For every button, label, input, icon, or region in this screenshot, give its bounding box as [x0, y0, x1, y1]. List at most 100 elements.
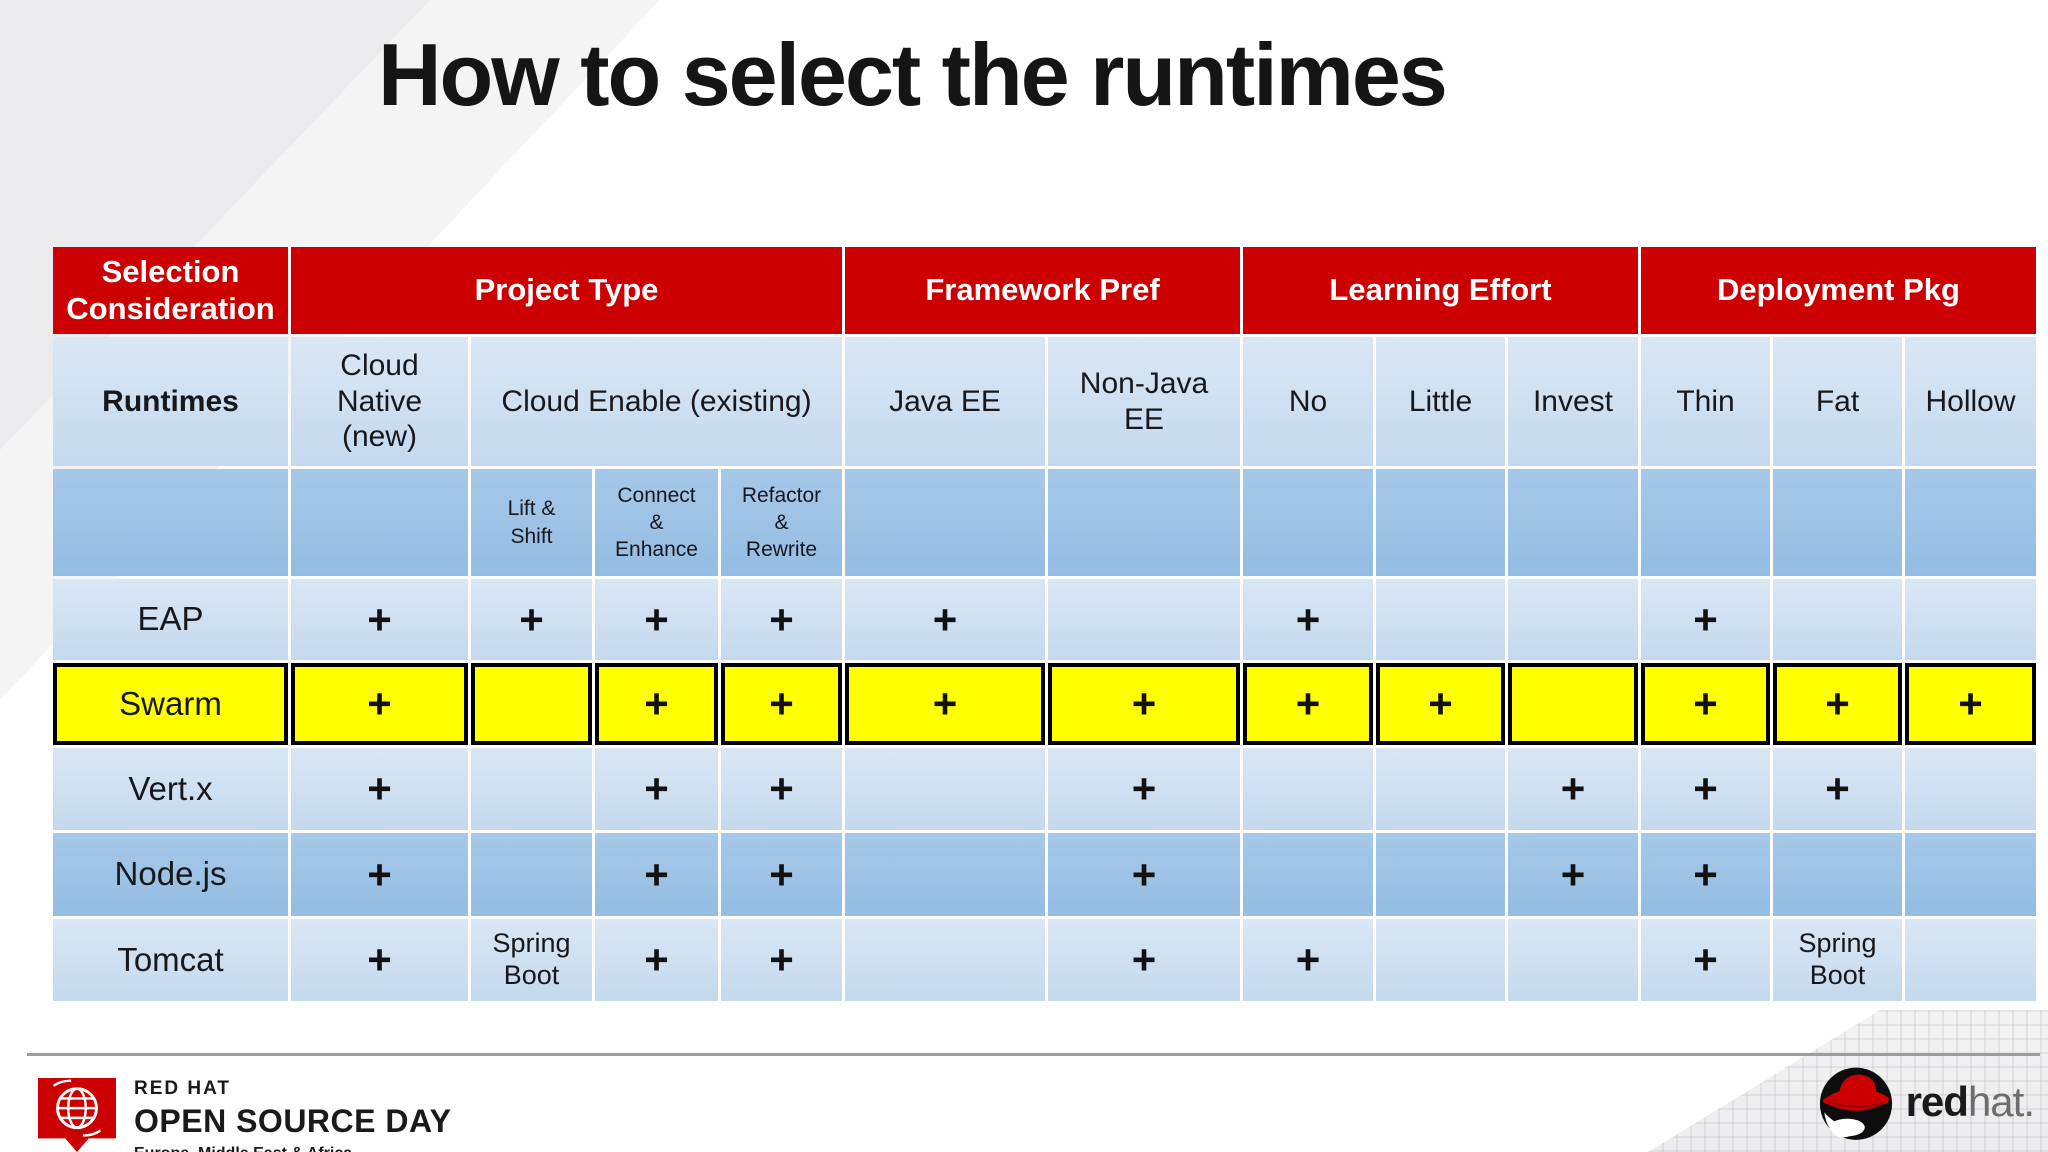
table-cell: Spring Boot [1773, 919, 1902, 1001]
redhat-logo-text: redhat. [1905, 1078, 2035, 1126]
colhead-invest: Invest [1508, 337, 1638, 466]
table-cell: + [1243, 919, 1373, 1001]
event-brand: RED HAT OPEN SOURCE DAY Europe, Middle E… [36, 1076, 452, 1152]
table-cell: + [595, 919, 718, 1001]
table-cell [1773, 579, 1902, 660]
table-cell [1243, 833, 1373, 916]
table-cell [845, 833, 1045, 916]
table-cell [1376, 579, 1505, 660]
subhead-empty [1508, 469, 1638, 576]
table-cell: + [721, 579, 842, 660]
colhead-hollow: Hollow [1905, 337, 2036, 466]
table-cell [1905, 919, 2036, 1001]
table-cell: + [1641, 919, 1770, 1001]
runtime-label-nodejs: Node.js [53, 833, 288, 916]
table-cell: + [291, 748, 468, 830]
table-cell: + [1048, 919, 1240, 1001]
table-cell: + [1641, 748, 1770, 830]
colhead-cloud-native: Cloud Native (new) [291, 337, 468, 466]
table-cell: + [291, 663, 468, 745]
footer-divider [27, 1053, 2040, 1056]
table-cell: + [721, 833, 842, 916]
table-cell: + [1048, 748, 1240, 830]
table-cell [845, 748, 1045, 830]
brand-title: OPEN SOURCE DAY [134, 1103, 452, 1139]
redhat-logo: redhat. [1812, 1058, 2035, 1146]
colhead-runtimes: Runtimes [53, 337, 288, 466]
table-cell: + [595, 833, 718, 916]
table-cell: + [721, 919, 842, 1001]
table-cell: + [1243, 663, 1373, 745]
table-cell: + [291, 833, 468, 916]
table-cell: Spring Boot [471, 919, 592, 1001]
table-cell [1508, 663, 1638, 745]
table-cell: + [291, 579, 468, 660]
table-cell: + [1641, 663, 1770, 745]
table-cell [1048, 579, 1240, 660]
subhead-empty [1905, 469, 2036, 576]
header-framework-pref: Framework Pref [845, 247, 1240, 334]
brand-eyebrow: RED HAT [134, 1078, 232, 1099]
header-deployment-pkg: Deployment Pkg [1641, 247, 2036, 334]
table-cell [1508, 579, 1638, 660]
redhat-logo-text-light: hat. [1967, 1078, 2035, 1125]
runtime-label-tomcat: Tomcat [53, 919, 288, 1001]
colhead-java-ee: Java EE [845, 337, 1045, 466]
redhat-logo-text-bold: red [1905, 1078, 1969, 1125]
page-title: How to select the runtimes [378, 25, 1448, 124]
runtime-label-eap: EAP [53, 579, 288, 660]
subhead-empty [1376, 469, 1505, 576]
runtime-selection-table: Selection Consideration Project Type Fra… [53, 247, 2036, 1004]
table-cell [1905, 833, 2036, 916]
subhead-empty [291, 469, 468, 576]
colhead-fat: Fat [1773, 337, 1902, 466]
table-cell: + [1773, 748, 1902, 830]
table-cell [471, 663, 592, 745]
table-cell [471, 748, 592, 830]
brand-subtitle: Europe, Middle East & Africa [134, 1145, 452, 1152]
table-cell: + [1641, 833, 1770, 916]
table-cell: + [1773, 663, 1902, 745]
runtime-label-swarm: Swarm [53, 663, 288, 745]
table-cell: + [1048, 663, 1240, 745]
table-cell [845, 919, 1045, 1001]
globe-pin-icon [38, 1077, 116, 1152]
subhead-connect-enhance: Connect & Enhance [595, 469, 718, 576]
colhead-non-java-ee: Non-Java EE [1048, 337, 1240, 466]
table-cell: + [721, 748, 842, 830]
table-cell [1905, 748, 2036, 830]
table-cell: + [595, 579, 718, 660]
subhead-empty [53, 469, 288, 576]
subhead-empty [845, 469, 1045, 576]
subhead-empty [1243, 469, 1373, 576]
table-cell: + [1641, 579, 1770, 660]
runtime-label-vertx: Vert.x [53, 748, 288, 830]
table-cell: + [1905, 663, 2036, 745]
colhead-little: Little [1376, 337, 1505, 466]
table-cell [1508, 919, 1638, 1001]
table-cell [1376, 748, 1505, 830]
event-brand-text: RED HAT OPEN SOURCE DAY Europe, Middle E… [134, 1076, 452, 1152]
colhead-thin: Thin [1641, 337, 1770, 466]
table-cell [1376, 833, 1505, 916]
table-cell: + [1508, 833, 1638, 916]
table-cell: + [595, 663, 718, 745]
table-cell: + [595, 748, 718, 830]
header-learning-effort: Learning Effort [1243, 247, 1638, 334]
subhead-lift-shift: Lift & Shift [471, 469, 592, 576]
table-cell: + [721, 663, 842, 745]
header-selection-consideration: Selection Consideration [53, 247, 288, 334]
table-cell: + [471, 579, 592, 660]
table-cell: + [1048, 833, 1240, 916]
table-cell: + [845, 663, 1045, 745]
subhead-refactor-rewrite: Refactor & Rewrite [721, 469, 842, 576]
redhat-shadowman-icon [1819, 1067, 1892, 1140]
table-cell: + [1243, 579, 1373, 660]
subhead-empty [1048, 469, 1240, 576]
table-cell: + [1376, 663, 1505, 745]
colhead-no: No [1243, 337, 1373, 466]
table-cell [1243, 748, 1373, 830]
table-cell [1773, 833, 1902, 916]
table-cell: + [845, 579, 1045, 660]
